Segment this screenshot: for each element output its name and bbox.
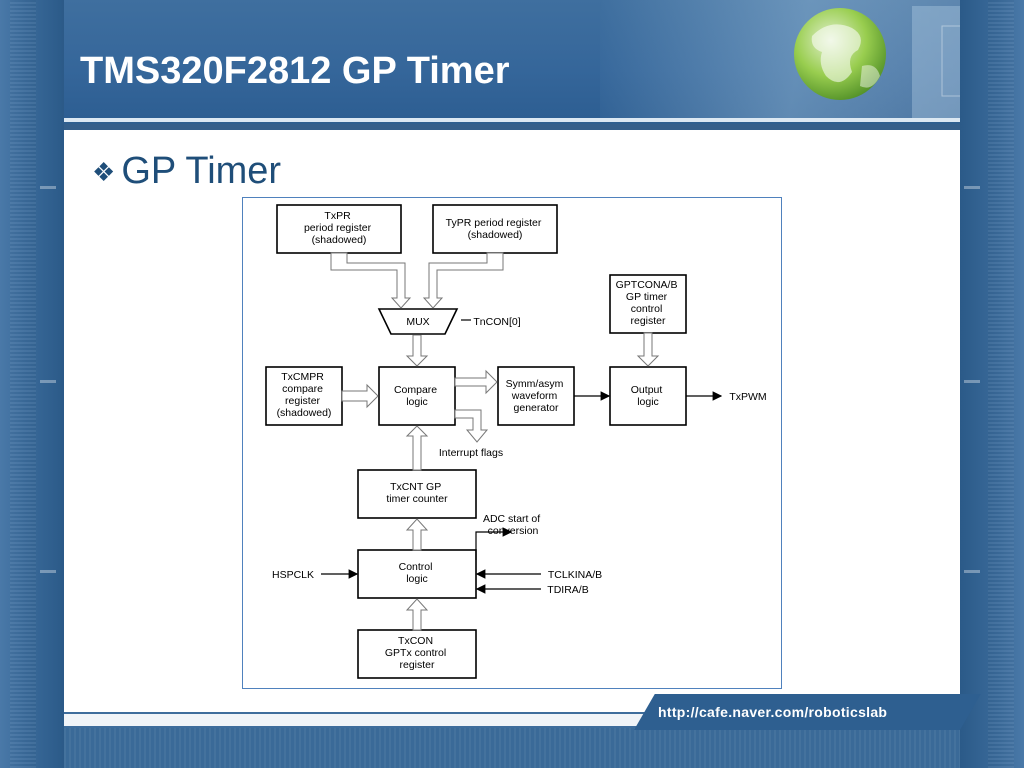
globe-icon bbox=[794, 6, 960, 118]
border-tick bbox=[964, 186, 980, 189]
left-border-stripe bbox=[10, 0, 36, 768]
output-logic-label: Output logic bbox=[631, 384, 665, 408]
border-tick bbox=[40, 380, 56, 383]
footer-pattern bbox=[64, 728, 960, 768]
waveform-generator-label: Symm/asym waveform generator bbox=[506, 378, 567, 414]
hspclk-label: HSPCLK bbox=[272, 569, 314, 581]
footer-url[interactable]: http://cafe.naver.com/roboticslab bbox=[658, 704, 888, 720]
tclkin-label: TCLKINA/B bbox=[548, 569, 602, 581]
adc-label: ADC start of conversion bbox=[483, 513, 543, 537]
txcon-to-control-arrow bbox=[405, 598, 429, 631]
tncon-label: TnCON[0] bbox=[473, 316, 520, 328]
txcnt-label: TxCNT GP timer counter bbox=[386, 481, 448, 505]
txcmpr-to-compare-arrow bbox=[341, 383, 379, 409]
compare-logic-label: Compare logic bbox=[394, 384, 440, 408]
border-tick bbox=[964, 380, 980, 383]
diamond-bullet-icon: ❖ bbox=[92, 156, 116, 187]
border-tick bbox=[40, 186, 56, 189]
right-border-stripe bbox=[988, 0, 1014, 768]
txpr-label: TxPR period register (shadowed) bbox=[304, 210, 374, 246]
compare-logic-block bbox=[378, 366, 456, 426]
bullet-item: ❖ GP Timer bbox=[92, 150, 281, 193]
slide-title: TMS320F2812 GP Timer bbox=[80, 50, 510, 92]
border-tick bbox=[40, 570, 56, 573]
bullet-text: GP Timer bbox=[121, 150, 282, 192]
left-border bbox=[0, 0, 64, 768]
slide-header: TMS320F2812 GP Timer bbox=[64, 0, 960, 118]
compare-to-interrupt-arrow bbox=[454, 409, 489, 443]
mux-label: MUX bbox=[406, 316, 429, 328]
diagram-canvas: TxPR period register (shadowed) TyPR per… bbox=[265, 204, 767, 679]
compare-to-waveform-arrow bbox=[454, 369, 498, 395]
header-divider-dark bbox=[64, 124, 960, 130]
txcon-label: TxCON GPTx control register bbox=[385, 635, 449, 671]
interrupt-flags-label: Interrupt flags bbox=[439, 447, 503, 459]
gptcon-to-output-arrow bbox=[636, 332, 660, 367]
txpr-to-mux-arrow bbox=[330, 252, 412, 309]
right-border bbox=[960, 0, 1024, 768]
header-sheen bbox=[600, 0, 960, 118]
txcmpr-label: TxCMPR compare register (shadowed) bbox=[277, 371, 332, 419]
typr-to-mux-arrow bbox=[422, 252, 504, 309]
border-tick bbox=[964, 570, 980, 573]
control-to-txcnt-arrow bbox=[405, 518, 429, 551]
adc-start-arrow bbox=[475, 527, 513, 560]
header-divider bbox=[64, 118, 960, 122]
typr-label: TyPR period register (shadowed) bbox=[446, 217, 545, 241]
gptcon-label: GPTCONA/B GP timer control register bbox=[616, 279, 681, 327]
txcnt-to-compare-arrow bbox=[405, 425, 429, 471]
mux-block bbox=[377, 308, 459, 335]
tdir-label: TDIRA/B bbox=[547, 584, 588, 596]
timer-block-diagram: TxPR period register (shadowed) TyPR per… bbox=[242, 197, 782, 689]
txpwm-label: TxPWM bbox=[729, 391, 766, 403]
mux-to-compare-arrow bbox=[405, 334, 429, 367]
control-logic-label: Control logic bbox=[399, 561, 436, 585]
